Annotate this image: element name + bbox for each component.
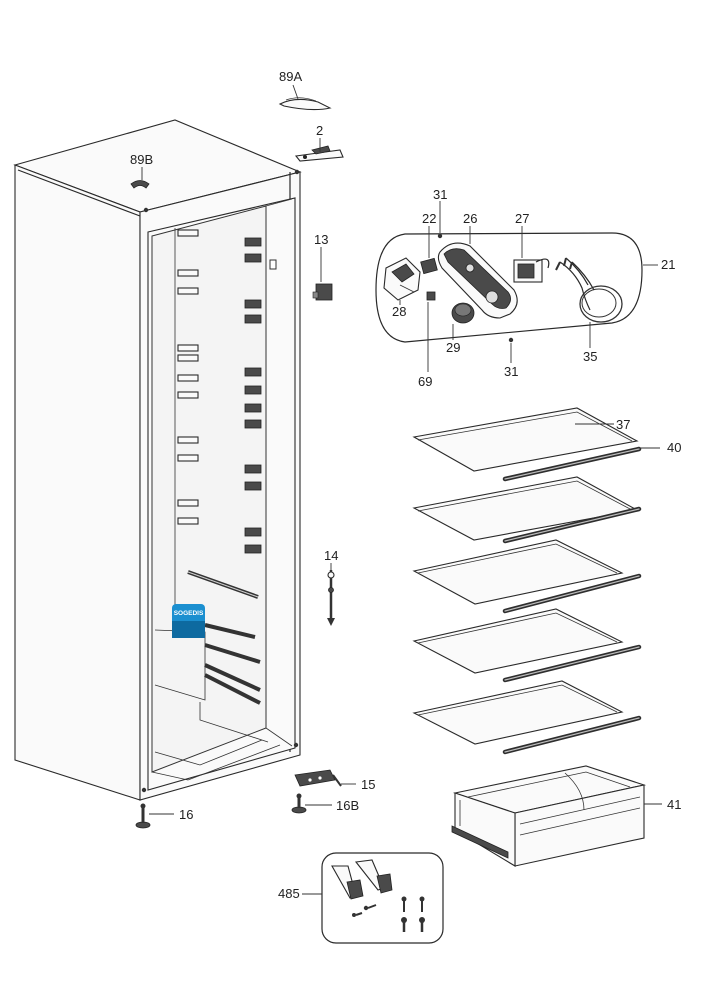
part-16B-adjustable-foot bbox=[291, 793, 307, 814]
label-22: 22 bbox=[422, 211, 436, 226]
part-15-bottom-hinge bbox=[294, 769, 342, 787]
label-27: 27 bbox=[515, 211, 529, 226]
part-29-knob bbox=[451, 302, 475, 324]
label-15: 15 bbox=[361, 777, 375, 792]
label-40: 40 bbox=[667, 440, 681, 455]
label-16B: 16B bbox=[336, 798, 359, 813]
label-31-bottom: 31 bbox=[504, 364, 518, 379]
watermark-text: SOGEDIS bbox=[174, 610, 204, 617]
left-shelf-supports bbox=[177, 229, 199, 525]
part-28-lamp-cover bbox=[383, 257, 421, 301]
glass-shelf-1 bbox=[412, 407, 642, 482]
part-89B-hinge-plug bbox=[130, 180, 150, 189]
sogedis-watermark: SOGEDIS bbox=[172, 604, 205, 638]
label-2: 2 bbox=[316, 123, 323, 138]
part-35-cable bbox=[555, 257, 623, 323]
fridge-cabinet bbox=[13, 119, 302, 801]
label-89B: 89B bbox=[130, 152, 153, 167]
label-89A: 89A bbox=[279, 69, 302, 84]
part-16-adjustable-foot bbox=[135, 803, 151, 829]
part-485-door-reversal-kit bbox=[321, 852, 444, 944]
part-2-top-hinge bbox=[294, 145, 344, 162]
label-35: 35 bbox=[583, 349, 597, 364]
right-shelf-supports bbox=[244, 237, 277, 554]
label-69: 69 bbox=[418, 374, 432, 389]
part-14-door-stop bbox=[327, 570, 335, 626]
label-31-top: 31 bbox=[433, 187, 447, 202]
label-26: 26 bbox=[463, 211, 477, 226]
label-29: 29 bbox=[446, 340, 460, 355]
glass-shelf-2 bbox=[412, 476, 642, 544]
label-14: 14 bbox=[324, 548, 338, 563]
label-28: 28 bbox=[392, 304, 406, 319]
label-16: 16 bbox=[179, 807, 193, 822]
part-89A-top-hinge-cover bbox=[278, 97, 332, 111]
part-number-labels: 89A 2 89B 13 31 22 26 27 21 28 29 69 31 … bbox=[130, 69, 681, 901]
label-37: 37 bbox=[616, 417, 630, 432]
label-21: 21 bbox=[661, 257, 675, 272]
glass-shelf-3 bbox=[412, 539, 642, 614]
label-41: 41 bbox=[667, 797, 681, 812]
glass-shelf-5 bbox=[412, 680, 642, 755]
label-485: 485 bbox=[278, 886, 300, 901]
part-26-thermostat-housing bbox=[437, 242, 518, 319]
leader-lines bbox=[141, 84, 662, 895]
part-27-thermostat bbox=[513, 258, 550, 283]
glass-shelf-4 bbox=[412, 608, 642, 683]
glass-shelves bbox=[412, 407, 642, 755]
part-41-crisper-drawer bbox=[451, 765, 647, 867]
label-13: 13 bbox=[314, 232, 328, 247]
part-13-switch bbox=[312, 283, 333, 301]
part-21-thermostat-light-assembly bbox=[375, 232, 643, 343]
